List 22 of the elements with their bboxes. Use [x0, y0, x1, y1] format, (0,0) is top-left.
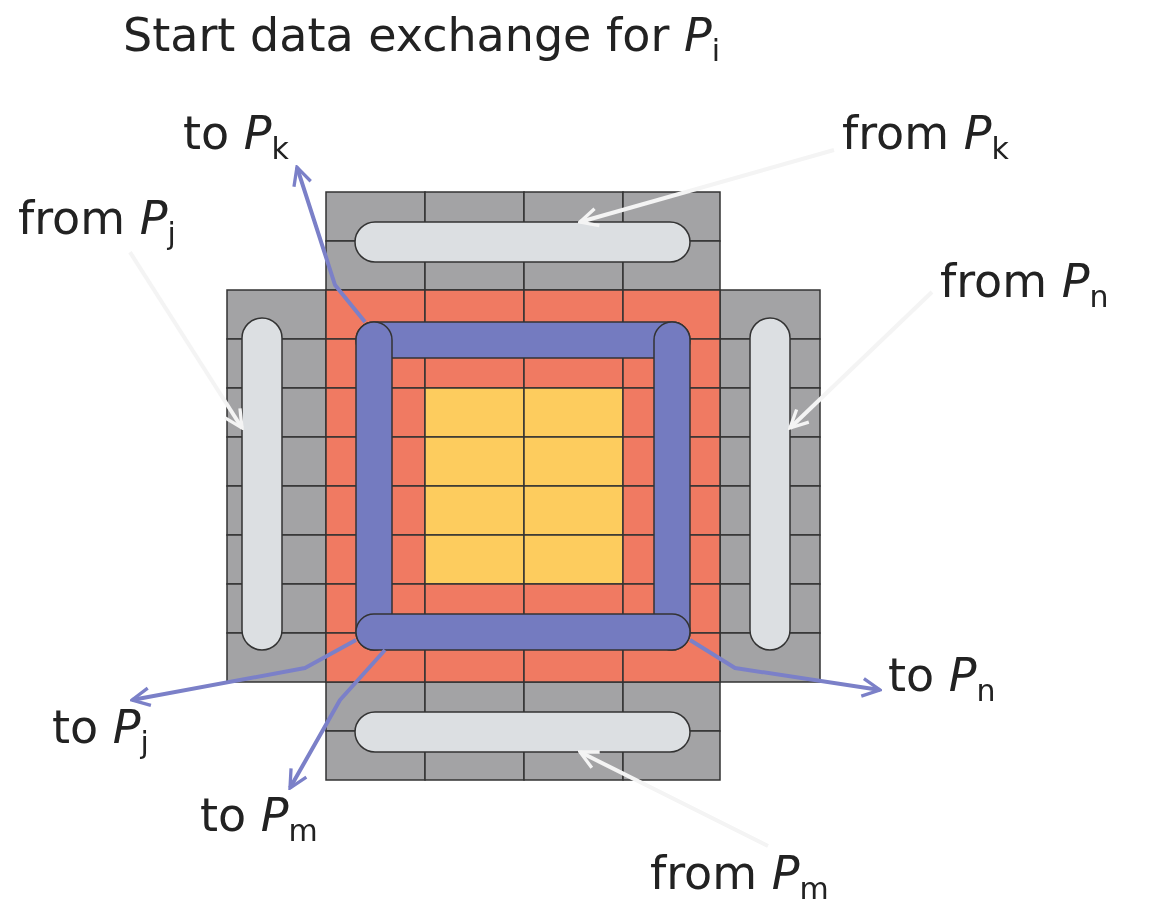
direction-label: from P$_{n}$: [932, 254, 1117, 316]
direction-label: from P$_{j}$: [10, 191, 184, 253]
arrow: [292, 165, 367, 324]
arrow: [128, 251, 244, 430]
direction-label: to P$_{k}$: [175, 106, 297, 168]
title: Start data exchange for P$_{i}$: [122, 8, 721, 70]
halo-bar: [241, 317, 283, 651]
arrow: [688, 638, 882, 698]
arrow: [578, 148, 835, 228]
direction-label: to P$_{j}$: [44, 700, 157, 762]
exchange-bar: [355, 613, 691, 651]
direction-label: from P$_{m}$: [642, 846, 837, 908]
halo-bar: [749, 317, 791, 651]
arrow: [130, 638, 357, 708]
direction-label: to P$_{m}$: [192, 788, 326, 850]
arrow: [288, 648, 387, 790]
halo-bar: [354, 711, 691, 753]
direction-label: to P$_{n}$: [880, 648, 1004, 710]
arrow: [578, 750, 769, 848]
halo-bar: [354, 221, 691, 263]
arrow: [788, 290, 934, 430]
direction-label: from P$_{k}$: [834, 106, 1017, 168]
